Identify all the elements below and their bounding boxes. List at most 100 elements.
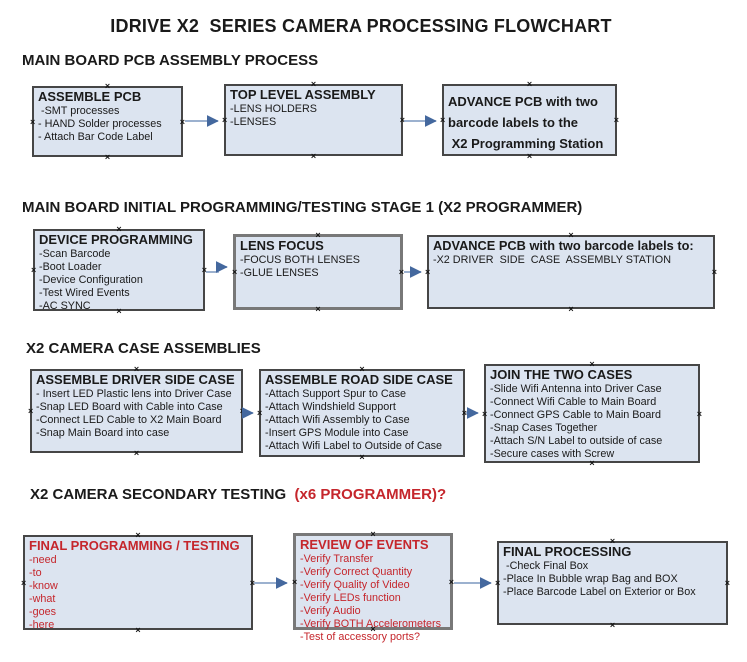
box-title: FINAL PROCESSING [503,544,632,559]
connection-point-icon: × [398,267,404,277]
connection-point-icon: × [239,406,245,416]
connection-point-icon: × [133,448,140,458]
box-title: FINAL PROGRAMMING / TESTING [29,538,240,553]
box-item: -Attach Wifi Assembly to Case [265,413,410,426]
box-assemble-road-side-case: ASSEMBLE ROAD SIDE CASE -Attach Support … [257,365,467,462]
box-items: -Slide Wifi Antenna into Driver Case-Con… [490,383,695,461]
connection-point-icon: × [495,578,501,588]
box-item: -Place In Bubble wrap Bag and BOX [503,572,678,585]
box-join-the-two-cases: JOIN THE TWO CASES -Slide Wifi Antenna i… [482,360,702,468]
box-item: -Place Barcode Label on Exterior or Box [503,585,696,598]
connection-point-icon: × [425,267,431,277]
box-item: -Connect GPS Cable to Main Board [490,408,662,421]
box-items: -SMT processes- HAND Solder processes- A… [38,105,178,144]
box-title: JOIN THE TWO CASES [490,367,633,382]
box-item: -Insert GPS Module into Case [265,426,409,439]
box-item: -Verify BOTH Accelerometers [300,617,441,630]
section-heading-red-text: (x6 PROGRAMMER)? [294,486,447,503]
box-title: LENS FOCUS [240,238,324,253]
box-item: -Connect LED Cable to X2 Main Board [36,413,222,426]
box-title: ADVANCE PCB with two barcode labels to: [433,238,694,253]
connection-point-icon: × [482,408,488,419]
connection-point-icon: × [104,152,111,162]
connection-point-icon: × [222,115,228,125]
box-item: -Verify LEDs function [300,591,401,604]
connection-point-icon: × [257,408,263,418]
box-item: -Verify Quality of Video [300,578,410,591]
box-title: TOP LEVEL ASSEMBLY [230,87,376,102]
box-item: -what [29,592,56,605]
box-item: -X2 DRIVER SIDE CASE ASSEMBLY STATION [433,253,671,266]
box-item: -need [29,553,57,566]
box-assemble-pcb: ASSEMBLE PCB -SMT processes- HAND Solder… [30,82,185,162]
section-heading-text: MAIN BOARD INITIAL PROGRAMMING/TESTING S… [22,199,583,216]
box-items: -Attach Support Spur to Case-Attach Wind… [265,388,460,453]
box-item: -Attach Support Spur to Case [265,387,407,400]
box-item: -Test Wired Events [39,286,130,299]
box-item: -AC SYNC [39,299,91,312]
box-item: -Test of accessory ports? [300,630,421,643]
box-item: -Check Final Box [503,559,589,572]
box-review-of-events: REVIEW OF EVENTS -Verify Transfer-Verify… [292,530,454,643]
box-item: -SMT processes [38,104,120,117]
connection-point-icon: × [30,116,36,127]
section-heading-secondary-testing: X2 CAMERA SECONDARY TESTING (x6 PROGRAMM… [30,486,446,503]
box-items: -FOCUS BOTH LENSES-GLUE LENSES [240,254,397,280]
connection-point-icon: × [526,79,533,89]
connection-point-icon: × [28,406,34,416]
box-items: -Verify Transfer-Verify Correct Quantity… [300,553,447,644]
box-top-level-assembly: TOP LEVEL ASSEMBLY -LENS HOLDERS-LENSES … [222,80,405,161]
section-heading-pcb-assembly: MAIN BOARD PCB ASSEMBLY PROCESS [22,52,318,69]
box-item: - Attach Bar Code Label [38,130,153,143]
box-final-processing: FINAL PROCESSING -Check Final Box-Place … [495,537,730,630]
box-item: -to [29,566,42,579]
page-title: IDRIVE X2 SERIES CAMERA PROCESSING FLOWC… [110,16,612,36]
box-item: -LENSES [230,115,277,128]
box-item: -Slide Wifi Antenna into Driver Case [490,382,662,395]
box-item: -Verify Audio [300,604,361,617]
connection-point-icon: × [21,577,27,588]
box-title: ADVANCE PCB with two barcode labels to t… [448,94,604,151]
connection-point-icon: × [232,267,238,277]
connection-point-icon: × [31,265,37,275]
flow-arrow [206,261,228,273]
box-items: -Scan Barcode-Boot Loader-Device Configu… [39,248,200,313]
box-item: -Device Configuration [39,273,143,286]
connection-point-icon: × [613,115,619,125]
box-item: - Insert LED Plastic lens into Driver Ca… [36,387,232,400]
connection-point-icon: × [448,576,454,587]
connection-point-icon: × [461,408,467,418]
connection-point-icon: × [315,304,321,314]
box-item: -Verify Transfer [300,552,374,565]
box-assemble-driver-side-case: ASSEMBLE DRIVER SIDE CASE - Insert LED P… [28,365,245,458]
box-item: -Connect Wifi Cable to Main Board [490,395,657,408]
box-items: -Check Final Box-Place In Bubble wrap Ba… [503,560,723,599]
box-lens-focus: LENS FOCUS -FOCUS BOTH LENSES-GLUE LENSE… [232,231,404,314]
connection-point-icon: × [359,452,365,462]
box-item: -know [29,579,58,592]
box-device-programming: DEVICE PROGRAMMING -Scan Barcode-Boot Lo… [31,225,207,316]
box-item: -Attach Windshield Support [265,400,396,413]
box-item: -Snap LED Board with Cable into Case [36,400,223,413]
box-items: -need-to-know-what-goes-here [29,554,248,632]
connection-point-icon: × [310,151,317,161]
box-title: REVIEW OF EVENTS [300,537,429,552]
box-items: - Insert LED Plastic lens into Driver Ca… [36,388,238,440]
section-heading-text: X2 CAMERA CASE ASSEMBLIES [26,340,261,357]
connection-point-icon: × [440,115,446,125]
connection-point-icon: × [609,620,616,630]
box-item: -here [29,618,55,631]
connection-point-icon: × [179,116,185,127]
box-items: -LENS HOLDERS-LENSES [230,103,398,129]
section-heading-text: MAIN BOARD PCB ASSEMBLY PROCESS [22,52,319,69]
box-item: -GLUE LENSES [240,266,319,279]
box-item: -Attach Wifi Label to Outside of Case [265,439,443,452]
connection-point-icon: × [249,577,255,588]
box-advance-pcb-to-programming-station: ADVANCE PCB with two barcode labels to t… [440,80,619,161]
section-heading-initial-programming: MAIN BOARD INITIAL PROGRAMMING/TESTING S… [22,199,582,216]
box-item: -Snap Cases Together [490,421,598,434]
box-final-programming-testing: FINAL PROGRAMMING / TESTING -need-to-kno… [21,531,255,635]
box-items: -X2 DRIVER SIDE CASE ASSEMBLY STATION [433,254,710,267]
box-title: ASSEMBLE DRIVER SIDE CASE [36,372,235,387]
